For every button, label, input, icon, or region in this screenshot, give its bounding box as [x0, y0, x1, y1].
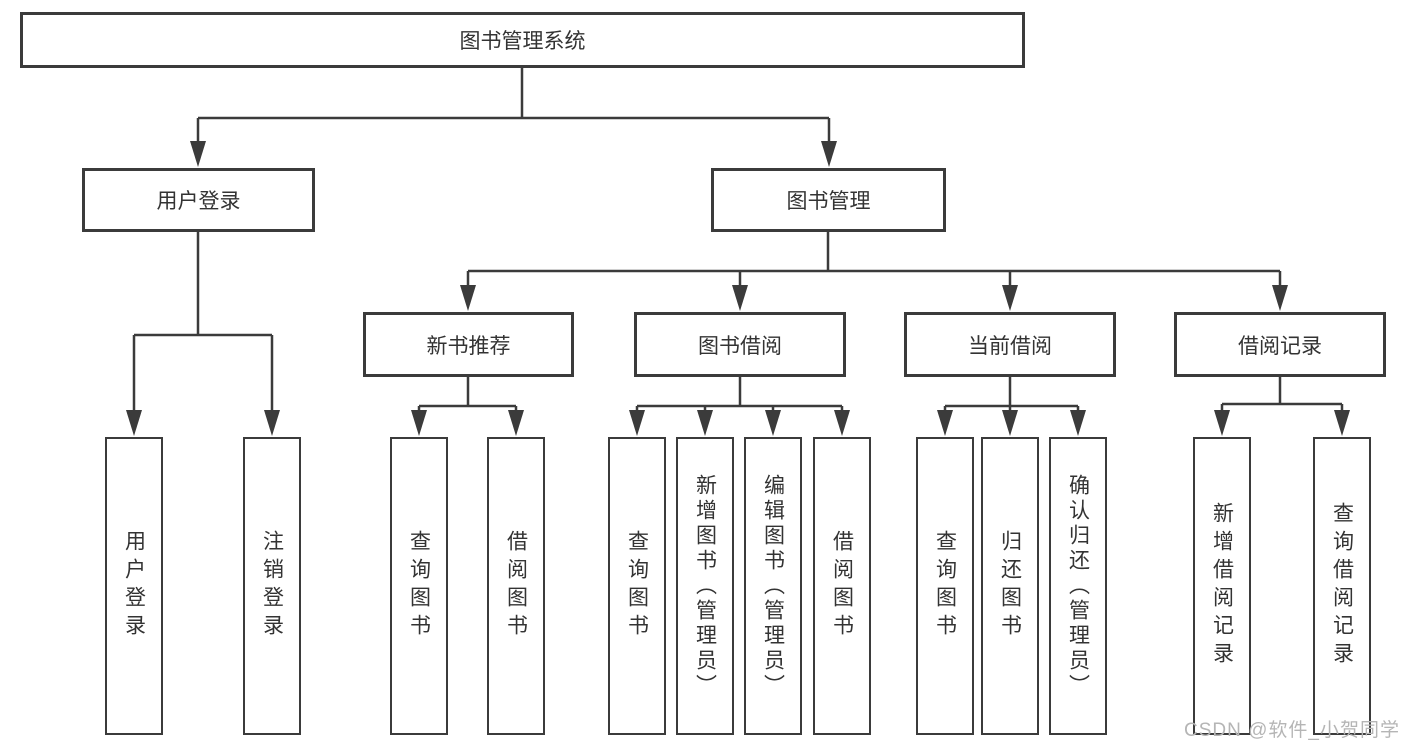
node-current-borrowing-label: 当前借阅	[968, 334, 1052, 358]
leaf-newbooks-query-books-label: 查询图书	[407, 530, 431, 642]
node-root-label: 图书管理系统	[459, 30, 586, 53]
node-book-borrowing: 图书借阅	[634, 312, 846, 377]
leaf-borrowing-borrow-books: 借阅图书	[813, 437, 871, 735]
leaf-current-confirm-return-admin: 确认归还（管理员）	[1049, 437, 1107, 735]
leaf-logout: 注销登录	[243, 437, 301, 735]
leaf-user-login-action: 用户登录	[105, 437, 163, 735]
leaf-borrowing-borrow-books-label: 借阅图书	[830, 530, 854, 642]
leaf-current-return-books-label: 归还图书	[998, 530, 1022, 642]
node-user-login-label: 用户登录	[156, 190, 241, 213]
node-book-management-label: 图书管理	[786, 190, 871, 213]
leaf-borrowing-query-books-label: 查询图书	[625, 530, 649, 642]
leaf-user-login-action-label: 用户登录	[122, 530, 146, 642]
node-root-system: 图书管理系统	[20, 12, 1025, 68]
leaf-current-query-books: 查询图书	[916, 437, 974, 735]
leaf-borrowing-add-books-admin: 新增图书（管理员）	[676, 437, 734, 735]
node-borrowing-records-label: 借阅记录	[1238, 334, 1322, 358]
node-borrowing-records: 借阅记录	[1174, 312, 1386, 377]
node-current-borrowing: 当前借阅	[904, 312, 1116, 377]
node-book-management: 图书管理	[711, 168, 946, 232]
node-new-book-recommend: 新书推荐	[363, 312, 574, 377]
leaf-current-return-books: 归还图书	[981, 437, 1039, 735]
leaf-records-add-record-label: 新增借阅记录	[1210, 502, 1234, 670]
leaf-borrowing-add-books-admin-label: 新增图书（管理员）	[693, 473, 717, 699]
leaf-newbooks-borrow-books: 借阅图书	[487, 437, 545, 735]
leaf-logout-label: 注销登录	[260, 530, 284, 642]
leaf-current-query-books-label: 查询图书	[933, 530, 957, 642]
leaf-records-query-record-label: 查询借阅记录	[1330, 502, 1354, 670]
node-user-login: 用户登录	[82, 168, 315, 232]
node-book-borrowing-label: 图书借阅	[698, 334, 782, 358]
leaf-records-query-record: 查询借阅记录	[1313, 437, 1371, 735]
node-new-book-recommend-label: 新书推荐	[426, 334, 511, 358]
leaf-records-add-record: 新增借阅记录	[1193, 437, 1251, 735]
leaf-current-confirm-return-admin-label: 确认归还（管理员）	[1066, 473, 1090, 699]
leaf-borrowing-edit-books-admin-label: 编辑图书（管理员）	[761, 473, 785, 699]
leaf-newbooks-borrow-books-label: 借阅图书	[504, 530, 528, 642]
leaf-borrowing-edit-books-admin: 编辑图书（管理员）	[744, 437, 802, 735]
csdn-watermark: CSDN @软件_小贺同学	[1184, 720, 1400, 741]
leaf-borrowing-query-books: 查询图书	[608, 437, 666, 735]
leaf-newbooks-query-books: 查询图书	[390, 437, 448, 735]
